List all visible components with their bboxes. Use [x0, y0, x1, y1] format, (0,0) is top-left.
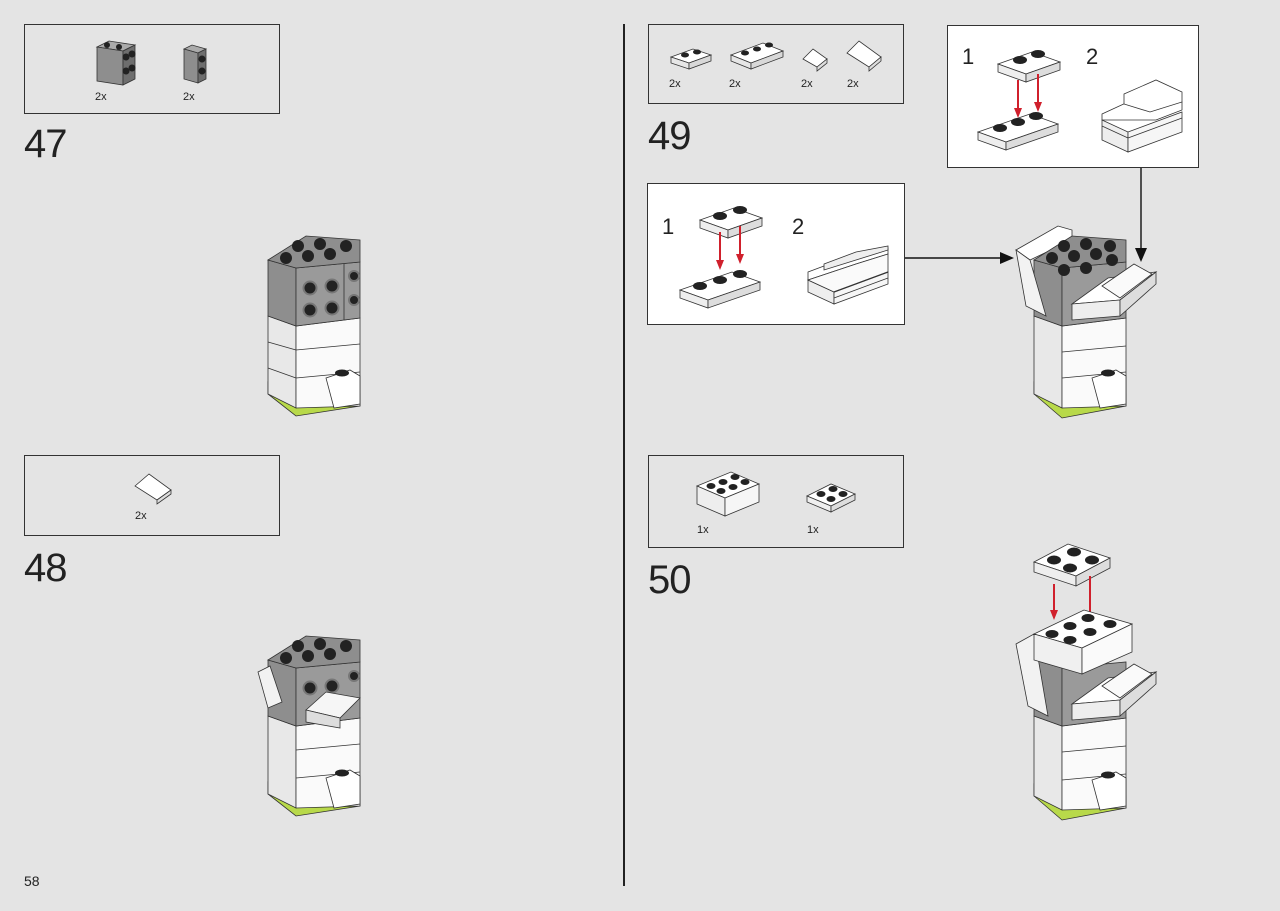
subassembly-step-1: 1 [662, 214, 675, 239]
white-small-slope-icon [802, 48, 828, 72]
subassembly-step-2: 2 [792, 214, 805, 239]
step-number-49: 49 [648, 114, 691, 158]
plate-stack-diagram [976, 50, 1062, 151]
step-number-47: 47 [24, 122, 67, 166]
step-number-50: 50 [648, 558, 691, 602]
qty-label: 2x [95, 91, 107, 103]
dark-gray-1x2-brick-icon [182, 44, 208, 84]
white-slope-icon [846, 40, 882, 72]
white-2x2-plate-icon [806, 483, 856, 513]
qty-label: 2x [183, 91, 195, 103]
white-1x3-plate-icon [729, 42, 785, 70]
model-step-48 [257, 635, 361, 817]
qty-label: 1x [697, 524, 709, 536]
model-step-50 [1015, 543, 1158, 821]
white-1x2-plate-icon [669, 48, 713, 70]
parts-callout-step-49: 2x 2x 2x 2x [648, 24, 904, 104]
parts-callout-step-48: 2x [24, 455, 280, 536]
slope-assembly-diagram [1101, 79, 1183, 153]
plate-slope-assembly-diagram [806, 245, 889, 305]
subassembly-callout-top: 1 2 [947, 25, 1199, 168]
white-2x3-brick-icon [695, 471, 761, 517]
page-divider [623, 24, 625, 886]
qty-label: 2x [801, 78, 813, 90]
qty-label: 1x [807, 524, 819, 536]
white-slope-icon [134, 473, 172, 505]
page-number: 58 [24, 873, 40, 889]
plate-stack-diagram [678, 206, 764, 309]
qty-label: 2x [135, 510, 147, 522]
subassembly-step-2: 2 [1086, 44, 1099, 69]
qty-label: 2x [729, 78, 741, 90]
dark-gray-2x2-brick-icon [95, 40, 137, 86]
model-step-49 [1015, 225, 1158, 419]
model-step-47 [267, 235, 361, 417]
step-number-48: 48 [24, 546, 67, 590]
qty-label: 2x [847, 78, 859, 90]
subassembly-callout-bottom: 1 2 [647, 183, 905, 325]
qty-label: 2x [669, 78, 681, 90]
parts-callout-step-47: 2x 2x [24, 24, 280, 114]
subassembly-step-1: 1 [962, 44, 975, 69]
parts-callout-step-50: 1x 1x [648, 455, 904, 548]
